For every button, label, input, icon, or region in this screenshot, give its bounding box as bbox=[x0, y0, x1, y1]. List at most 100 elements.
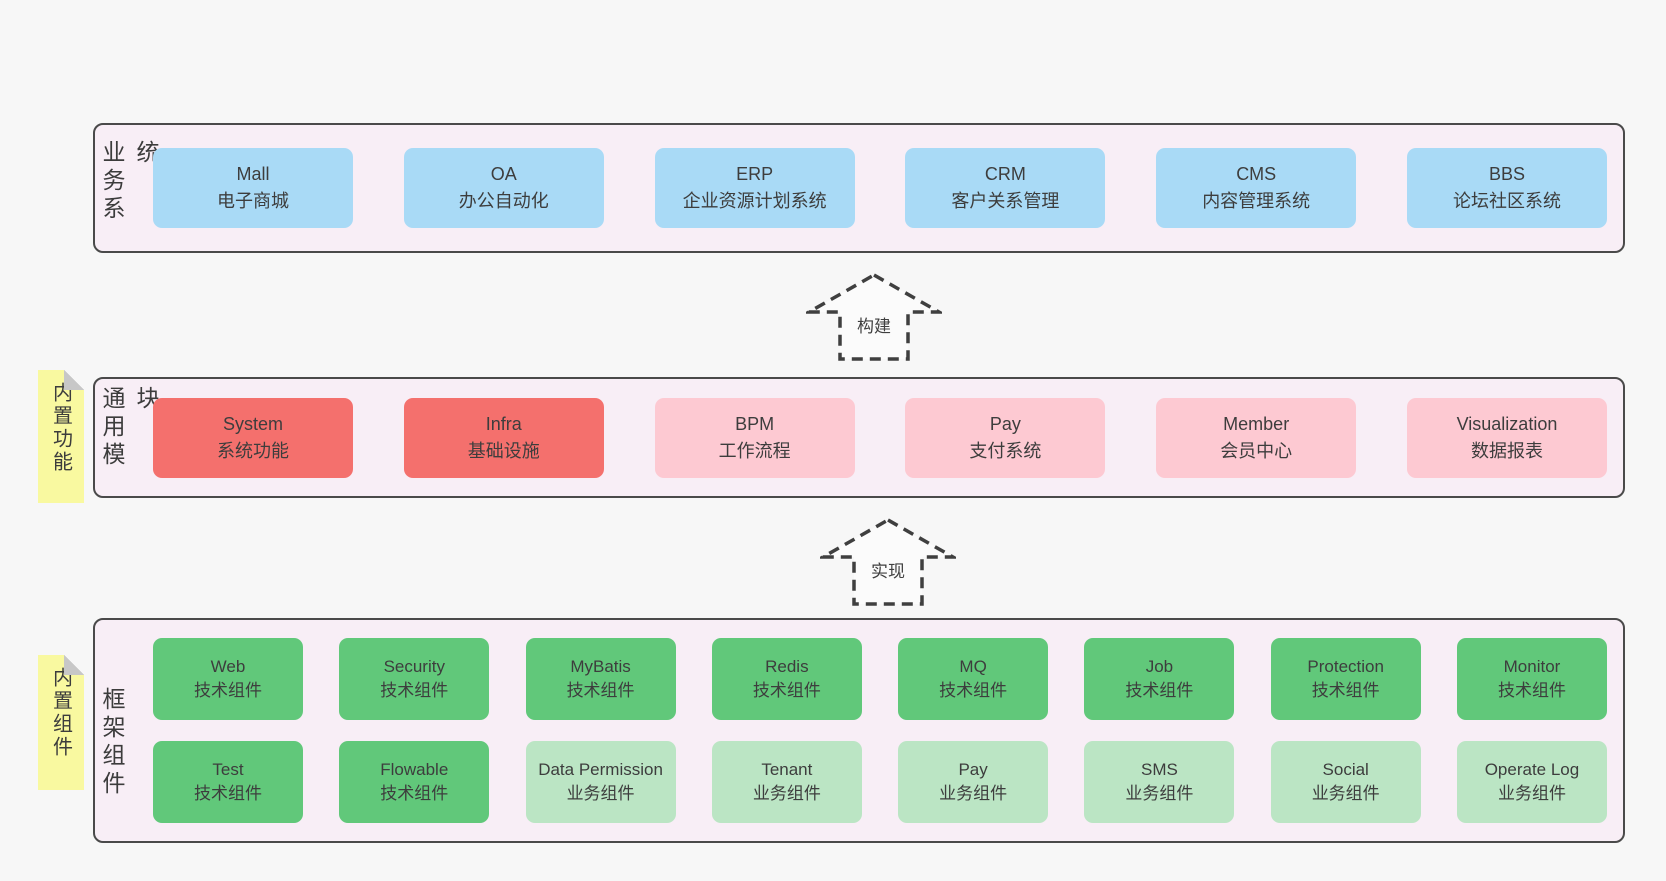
component-name: Redis bbox=[765, 656, 809, 676]
component-desc: 业务组件 bbox=[752, 784, 821, 803]
component-row-2: Test 技术组件 Flowable 技术组件 Data Permission … bbox=[153, 741, 1607, 823]
layer-framework-components: 框架组件 Web 技术组件 Security 技术组件 MyBatis 技术组件… bbox=[93, 618, 1625, 843]
component-box-job: Job 技术组件 bbox=[1084, 638, 1235, 720]
component-desc: 业务组件 bbox=[1497, 784, 1566, 803]
layer-business-systems: 业务系统 Mall 电子商城 OA 办公自动化 ERP 企业资源计划系统 CRM… bbox=[93, 123, 1625, 253]
component-box-tenant: Tenant 业务组件 bbox=[711, 741, 862, 823]
module-desc: 基础设施 bbox=[467, 440, 540, 461]
component-name: Flowable bbox=[380, 759, 449, 779]
module-name: ERP bbox=[736, 164, 774, 184]
module-box-bpm: BPM 工作流程 bbox=[654, 397, 855, 478]
module-box-cms: CMS 内容管理系统 bbox=[1156, 148, 1357, 228]
module-desc: 论坛社区系统 bbox=[1452, 191, 1561, 211]
component-name: Test bbox=[212, 759, 244, 779]
layer-label-modules: 通用模块 bbox=[99, 386, 159, 470]
component-desc: 技术组件 bbox=[1125, 681, 1194, 700]
component-row-1: Web 技术组件 Security 技术组件 MyBatis 技术组件 Redi… bbox=[153, 638, 1607, 720]
module-name: Mall bbox=[236, 164, 270, 184]
component-box-mybatis: MyBatis 技术组件 bbox=[525, 638, 676, 720]
module-box-pay: Pay 支付系统 bbox=[905, 397, 1106, 478]
component-box-social: Social 业务组件 bbox=[1270, 741, 1421, 823]
arrow-build-label: 构建 bbox=[855, 317, 893, 336]
module-name: Visualization bbox=[1456, 413, 1558, 434]
component-desc: 技术组件 bbox=[194, 681, 262, 700]
component-desc: 技术组件 bbox=[1311, 681, 1380, 700]
component-desc: 技术组件 bbox=[1497, 681, 1566, 700]
component-box-redis: Redis 技术组件 bbox=[711, 638, 862, 720]
component-name: Social bbox=[1322, 759, 1369, 779]
component-box-sms: SMS 业务组件 bbox=[1084, 741, 1235, 823]
module-name: CRM bbox=[984, 164, 1026, 184]
module-desc: 工作流程 bbox=[718, 440, 791, 461]
component-boxes: Web 技术组件 Security 技术组件 MyBatis 技术组件 Redi… bbox=[145, 620, 1623, 841]
module-desc: 电子商城 bbox=[217, 191, 289, 211]
module-name: Infra bbox=[485, 413, 522, 434]
component-desc: 技术组件 bbox=[566, 681, 635, 700]
module-box-oa: OA 办公自动化 bbox=[403, 148, 604, 228]
component-name: Tenant bbox=[761, 759, 813, 779]
module-desc: 客户关系管理 bbox=[951, 191, 1060, 211]
component-box-security: Security 技术组件 bbox=[339, 638, 490, 720]
component-name: Monitor bbox=[1503, 656, 1561, 676]
component-box-data-permission: Data Permission 业务组件 bbox=[525, 741, 676, 823]
module-name: Pay bbox=[989, 413, 1021, 434]
component-desc: 技术组件 bbox=[380, 784, 449, 803]
component-desc: 技术组件 bbox=[752, 681, 821, 700]
component-desc: 技术组件 bbox=[939, 681, 1008, 700]
module-desc: 企业资源计划系统 bbox=[682, 191, 827, 211]
module-name: CMS bbox=[1236, 164, 1277, 184]
component-name: Web bbox=[210, 656, 246, 676]
component-name: Protection bbox=[1307, 656, 1384, 676]
module-desc: 内容管理系统 bbox=[1202, 191, 1311, 211]
module-desc: 会员中心 bbox=[1220, 440, 1293, 461]
module-box-mall: Mall 电子商城 bbox=[153, 148, 353, 228]
component-name: Operate Log bbox=[1484, 759, 1580, 779]
component-name: MyBatis bbox=[570, 656, 631, 676]
sticky-note-built-in-components: 内置组件 bbox=[38, 655, 84, 790]
module-desc: 支付系统 bbox=[969, 440, 1042, 461]
component-box-mq: MQ 技术组件 bbox=[898, 638, 1049, 720]
component-box-operate-log: Operate Log 业务组件 bbox=[1456, 741, 1607, 823]
arrow-implement-label: 实现 bbox=[869, 562, 907, 581]
folded-corner-icon bbox=[64, 655, 84, 675]
module-box-bbs: BBS 论坛社区系统 bbox=[1406, 148, 1607, 228]
module-box-visualization: Visualization 数据报表 bbox=[1406, 397, 1607, 478]
component-desc: 业务组件 bbox=[1311, 784, 1380, 803]
component-name: Pay bbox=[958, 759, 988, 779]
component-desc: 业务组件 bbox=[1125, 784, 1194, 803]
component-desc: 技术组件 bbox=[194, 784, 262, 803]
component-box-flowable: Flowable 技术组件 bbox=[339, 741, 490, 823]
folded-corner-icon bbox=[64, 370, 84, 390]
business-boxes: Mall 电子商城 OA 办公自动化 ERP 企业资源计划系统 CRM 客户关系… bbox=[145, 125, 1623, 251]
module-name: BBS bbox=[1488, 164, 1525, 184]
module-box-crm: CRM 客户关系管理 bbox=[905, 148, 1106, 228]
sticky-note-built-in-features: 内置功能 bbox=[38, 370, 84, 503]
component-box-pay: Pay 业务组件 bbox=[898, 741, 1049, 823]
arrow-build: 构建 bbox=[806, 272, 942, 362]
module-name: BPM bbox=[735, 413, 775, 434]
module-desc: 数据报表 bbox=[1470, 440, 1543, 461]
component-name: SMS bbox=[1140, 759, 1178, 779]
component-box-protection: Protection 技术组件 bbox=[1270, 638, 1421, 720]
module-desc: 办公自动化 bbox=[458, 191, 549, 211]
module-box-system: System 系统功能 bbox=[153, 397, 353, 478]
component-name: MQ bbox=[959, 656, 987, 676]
component-desc: 业务组件 bbox=[566, 784, 635, 803]
module-desc: 系统功能 bbox=[217, 440, 289, 461]
component-desc: 技术组件 bbox=[380, 681, 449, 700]
sticky-note-label: 内置组件 bbox=[49, 667, 72, 759]
arrow-implement: 实现 bbox=[820, 517, 956, 607]
layer-common-modules: 通用模块 System 系统功能 Infra 基础设施 BPM 工作流程 Pay… bbox=[93, 377, 1625, 498]
component-box-monitor: Monitor 技术组件 bbox=[1456, 638, 1607, 720]
module-box-member: Member 会员中心 bbox=[1156, 397, 1357, 478]
component-desc: 业务组件 bbox=[939, 784, 1008, 803]
component-box-test: Test 技术组件 bbox=[153, 741, 303, 823]
module-box-infra: Infra 基础设施 bbox=[403, 397, 604, 478]
component-name: Security bbox=[383, 656, 445, 676]
module-boxes: System 系统功能 Infra 基础设施 BPM 工作流程 Pay 支付系统… bbox=[145, 379, 1623, 496]
module-box-erp: ERP 企业资源计划系统 bbox=[654, 148, 855, 228]
component-box-web: Web 技术组件 bbox=[153, 638, 303, 720]
module-name: OA bbox=[490, 164, 517, 184]
module-name: System bbox=[222, 413, 283, 434]
